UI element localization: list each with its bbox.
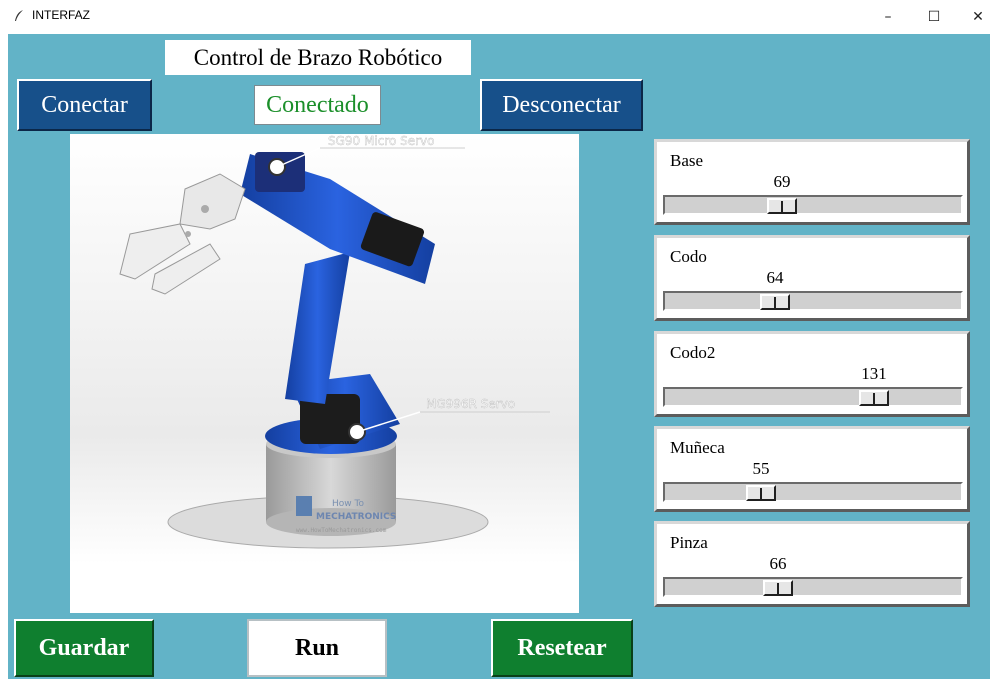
save-button[interactable]: Guardar: [14, 619, 154, 677]
maximize-button[interactable]: ☐: [927, 9, 941, 25]
window-title: INTERFAZ: [32, 8, 91, 22]
slider-label: Codo: [670, 247, 707, 266]
logo-text-main: MECHATRONICS: [316, 512, 396, 522]
slider-thumb[interactable]: [760, 294, 790, 310]
slider-value: 131: [861, 364, 887, 383]
slider-card-1: Base 69: [654, 139, 970, 225]
robot-arm-illustration: How To MECHATRONICS www.HowToMechatronic…: [70, 134, 579, 564]
feather-icon: [15, 10, 23, 21]
slider-thumb[interactable]: [859, 390, 889, 406]
callout-label-sg90: SG90 Micro Servo: [328, 134, 435, 148]
slider-value: 66: [769, 554, 787, 573]
run-button[interactable]: Run: [247, 619, 387, 677]
logo-url: www.HowToMechatronics.com: [296, 527, 387, 534]
close-button[interactable]: ✕: [972, 9, 984, 25]
slider-card-4: Muñeca 55: [654, 426, 970, 512]
slider-value: 55: [752, 459, 770, 478]
slider-thumb[interactable]: [767, 198, 797, 214]
slider-track[interactable]: [663, 482, 963, 502]
title-bar: INTERFAZ – ☐ ✕: [0, 0, 998, 34]
callout-label-mg996r: MG996R Servo: [426, 397, 515, 411]
slider-label: Muñeca: [670, 438, 725, 457]
slider-label: Base: [670, 151, 704, 170]
page-title: Control de Brazo Robótico: [165, 40, 471, 75]
slider-card-2: Codo 64: [654, 235, 970, 321]
connection-status: Conectado: [254, 85, 381, 125]
slider-card-3: Codo2 131: [654, 331, 970, 417]
slider-track[interactable]: [663, 387, 963, 407]
main-panel: Control de Brazo Robótico Conectar Conec…: [8, 34, 990, 679]
slider-thumb[interactable]: [746, 485, 776, 501]
slider-value: 64: [766, 268, 784, 287]
reset-button[interactable]: Resetear: [491, 619, 633, 677]
disconnect-button[interactable]: Desconectar: [480, 79, 643, 131]
slider-thumb[interactable]: [763, 580, 793, 596]
slider-track[interactable]: [663, 195, 963, 215]
slider-label: Codo2: [670, 343, 716, 362]
minimize-button[interactable]: –: [884, 9, 892, 25]
slider-card-5: Pinza 66: [654, 521, 970, 607]
slider-track[interactable]: [663, 577, 963, 597]
logo-text-top: How To: [332, 499, 364, 509]
slider-label: Pinza: [670, 533, 708, 552]
slider-value: 69: [773, 172, 791, 191]
slider-track[interactable]: [663, 291, 963, 311]
connect-button[interactable]: Conectar: [17, 79, 152, 131]
robot-arm-image: How To MECHATRONICS www.HowToMechatronic…: [70, 134, 579, 613]
